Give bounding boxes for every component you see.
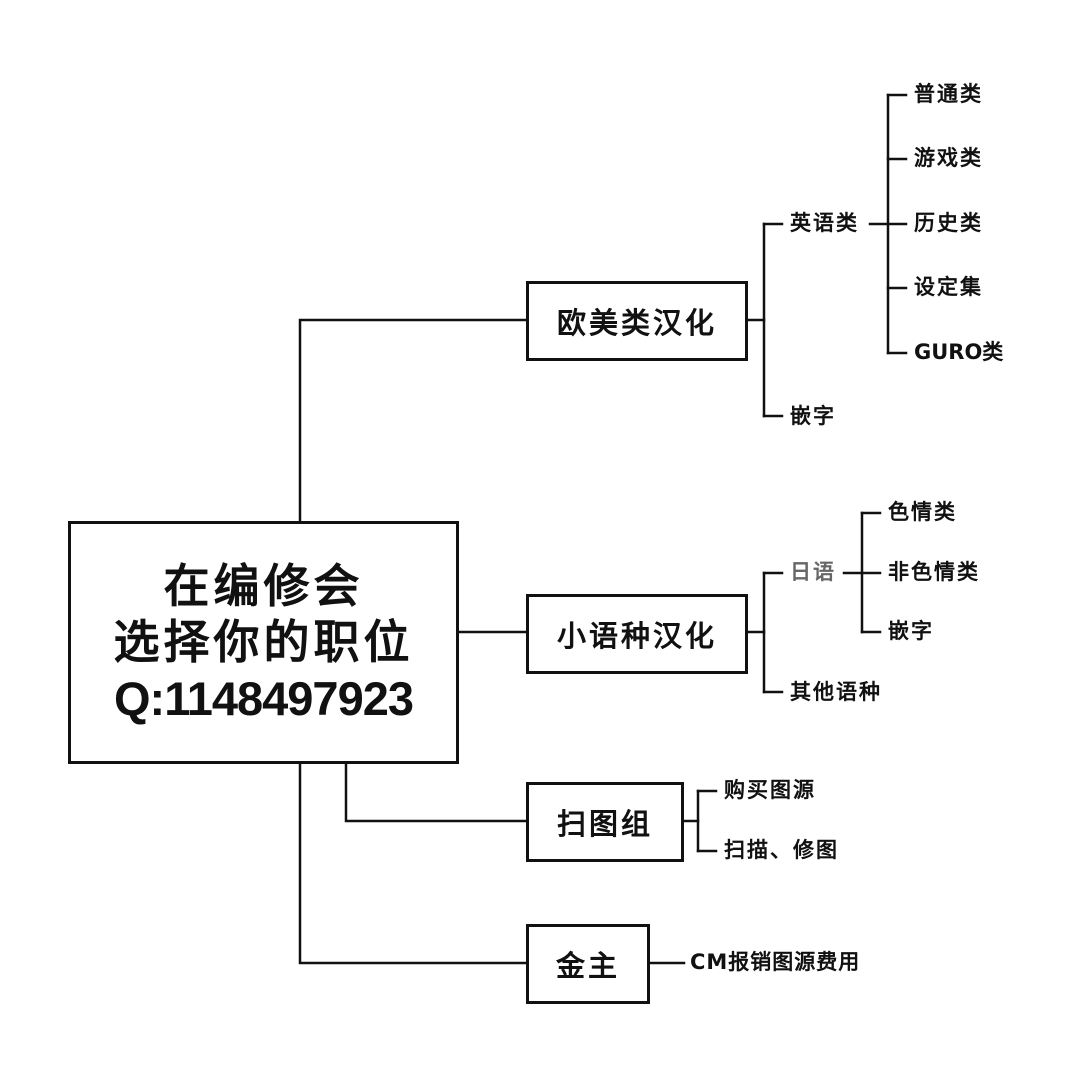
leaf-english-setting-book: 设定集: [912, 275, 985, 299]
leaf-english-general: 普通类: [912, 82, 985, 106]
connector-root-to-scan: [344, 761, 530, 823]
connector-english-ticks: [886, 93, 908, 355]
leaf-japanese-typesetting: 嵌字: [886, 619, 936, 643]
branch-western-localization: 欧美类汉化: [526, 281, 748, 361]
leaf-scan-retouch: 扫描、修图: [722, 838, 841, 862]
root-contact-qq: Q:1148497923: [113, 671, 414, 725]
connector-root-to-western: [298, 318, 530, 524]
node-japanese: 日语: [788, 560, 838, 584]
node-other-languages: 其他语种: [788, 680, 884, 704]
node-western-typesetting: 嵌字: [788, 404, 838, 428]
connector-scan-ticks: [696, 789, 718, 853]
connector-root-to-sponsor: [298, 761, 530, 965]
connector-western-ticks: [762, 222, 784, 418]
branch-scan-group: 扫图组: [526, 782, 684, 862]
root-title-line1: 在编修会: [163, 558, 364, 613]
leaf-buy-source: 购买图源: [722, 778, 818, 802]
root-title-line2: 选择你的职位: [113, 614, 414, 669]
leaf-english-history: 历史类: [912, 211, 985, 235]
connector-minor-ticks: [762, 571, 784, 694]
branch-minor-language-localization: 小语种汉化: [526, 594, 748, 674]
leaf-japanese-adult: 色情类: [886, 500, 959, 524]
leaf-cm-reimburse: CM报销图源费用: [688, 950, 863, 974]
leaf-english-guro: GURO类: [912, 340, 1006, 364]
branch-sponsor: 金主: [526, 924, 650, 1004]
node-english: 英语类: [788, 211, 861, 235]
leaf-english-games: 游戏类: [912, 146, 985, 170]
connector-japanese-ticks: [860, 511, 882, 634]
leaf-japanese-non-adult: 非色情类: [886, 560, 982, 584]
root-node: 在编修会 选择你的职位 Q:1148497923: [68, 521, 459, 764]
